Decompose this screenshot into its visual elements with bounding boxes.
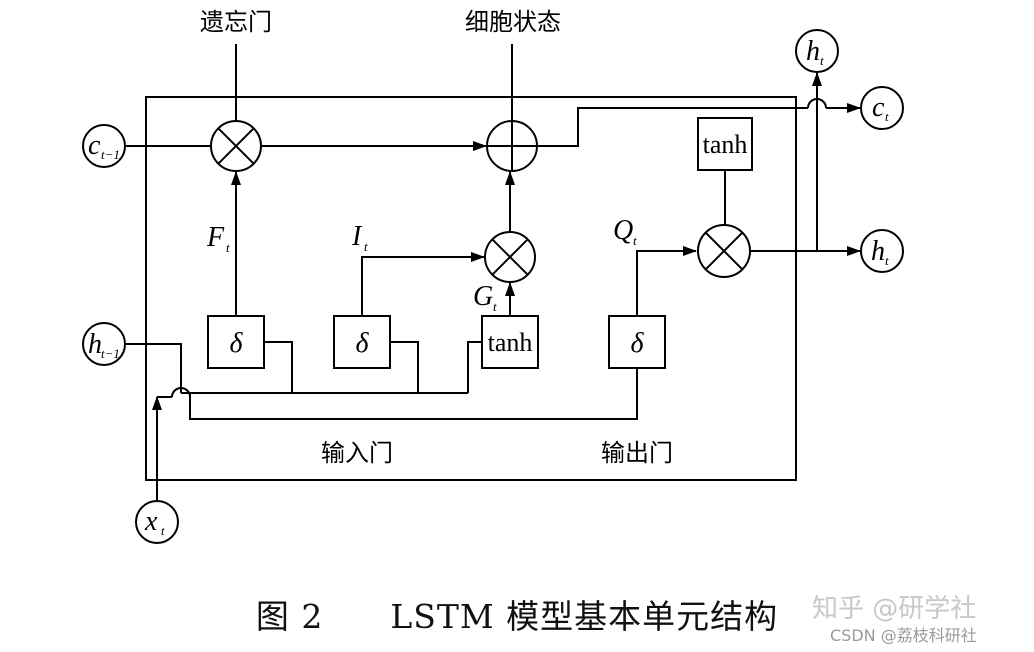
i-t-label: I t bbox=[351, 221, 368, 254]
svg-text:h: h bbox=[88, 329, 102, 360]
g-t-label: G t bbox=[473, 281, 497, 314]
h-prev-node: h t−1 bbox=[82, 322, 126, 366]
figure-number: 图 2 bbox=[255, 597, 324, 636]
tanh-output-box: tanh bbox=[697, 117, 753, 171]
input-gate-line bbox=[361, 252, 485, 316]
input-gate-label: 输入门 bbox=[321, 439, 393, 467]
svg-text:x: x bbox=[144, 506, 158, 537]
svg-text:F: F bbox=[206, 222, 225, 253]
svg-text:t: t bbox=[633, 233, 637, 248]
tanh-candidate-box: tanh bbox=[481, 315, 539, 369]
svg-text:t: t bbox=[226, 240, 230, 255]
lstm-cell-frame bbox=[145, 96, 797, 481]
svg-text:t: t bbox=[820, 53, 824, 68]
svg-text:t: t bbox=[885, 253, 889, 268]
watermark-csdn: CSDN @荔枝科研社 bbox=[830, 626, 977, 645]
output-gate-line bbox=[636, 246, 697, 316]
svg-text:c: c bbox=[872, 92, 885, 123]
input-bus-link bbox=[390, 341, 419, 393]
svg-text:t: t bbox=[161, 523, 165, 538]
cell-state-label: 细胞状态 bbox=[465, 8, 561, 36]
svg-text:h: h bbox=[871, 236, 885, 267]
candidate-bus-link bbox=[467, 341, 482, 393]
lstm-diagram: 遗忘门 细胞状态 c t−1 c t h t F t bbox=[82, 8, 904, 544]
svg-text:h: h bbox=[806, 36, 820, 67]
svg-text:tanh: tanh bbox=[703, 130, 748, 159]
svg-text:δ: δ bbox=[630, 328, 644, 359]
f-t-label: F t bbox=[206, 222, 230, 255]
input-multiply-op bbox=[484, 231, 536, 283]
x-t-node: x t bbox=[135, 500, 179, 544]
forget-bus-link bbox=[264, 341, 293, 393]
sigma-input-box: δ bbox=[333, 315, 391, 369]
svg-text:c: c bbox=[88, 130, 101, 161]
x-t-bus bbox=[189, 368, 638, 420]
output-multiply-op bbox=[697, 224, 751, 278]
c-t-node: c t bbox=[860, 86, 904, 130]
watermark-zhihu: 知乎 @研学社 bbox=[812, 594, 977, 624]
svg-text:Q: Q bbox=[613, 215, 633, 246]
svg-text:t−1: t−1 bbox=[101, 147, 120, 162]
svg-text:t−1: t−1 bbox=[101, 346, 120, 361]
svg-text:t: t bbox=[364, 239, 368, 254]
figure-caption: 图 2 LSTM 模型基本单元结构 bbox=[0, 590, 1034, 638]
svg-text:t: t bbox=[885, 109, 889, 124]
cell-add-op bbox=[486, 120, 538, 172]
svg-text:δ: δ bbox=[229, 328, 243, 359]
svg-text:δ: δ bbox=[355, 328, 369, 359]
h-prev-line-a bbox=[125, 343, 182, 393]
sigma-forget-box: δ bbox=[207, 315, 265, 369]
output-gate-label: 输出门 bbox=[601, 439, 673, 467]
cell-out-line-a bbox=[537, 107, 808, 147]
svg-text:tanh: tanh bbox=[488, 328, 533, 357]
svg-text:G: G bbox=[473, 281, 493, 312]
h-t-right-node: h t bbox=[860, 229, 904, 273]
c-prev-node: c t−1 bbox=[82, 124, 126, 168]
svg-text:t: t bbox=[493, 299, 497, 314]
svg-text:I: I bbox=[351, 221, 363, 252]
forget-gate-label: 遗忘门 bbox=[200, 8, 272, 36]
sigma-output-box: δ bbox=[608, 315, 666, 369]
q-t-label: Q t bbox=[613, 215, 637, 248]
forget-multiply-op bbox=[210, 120, 262, 172]
h-t-top-node: h t bbox=[795, 29, 839, 73]
figure-title: LSTM 模型基本单元结构 bbox=[390, 597, 779, 636]
